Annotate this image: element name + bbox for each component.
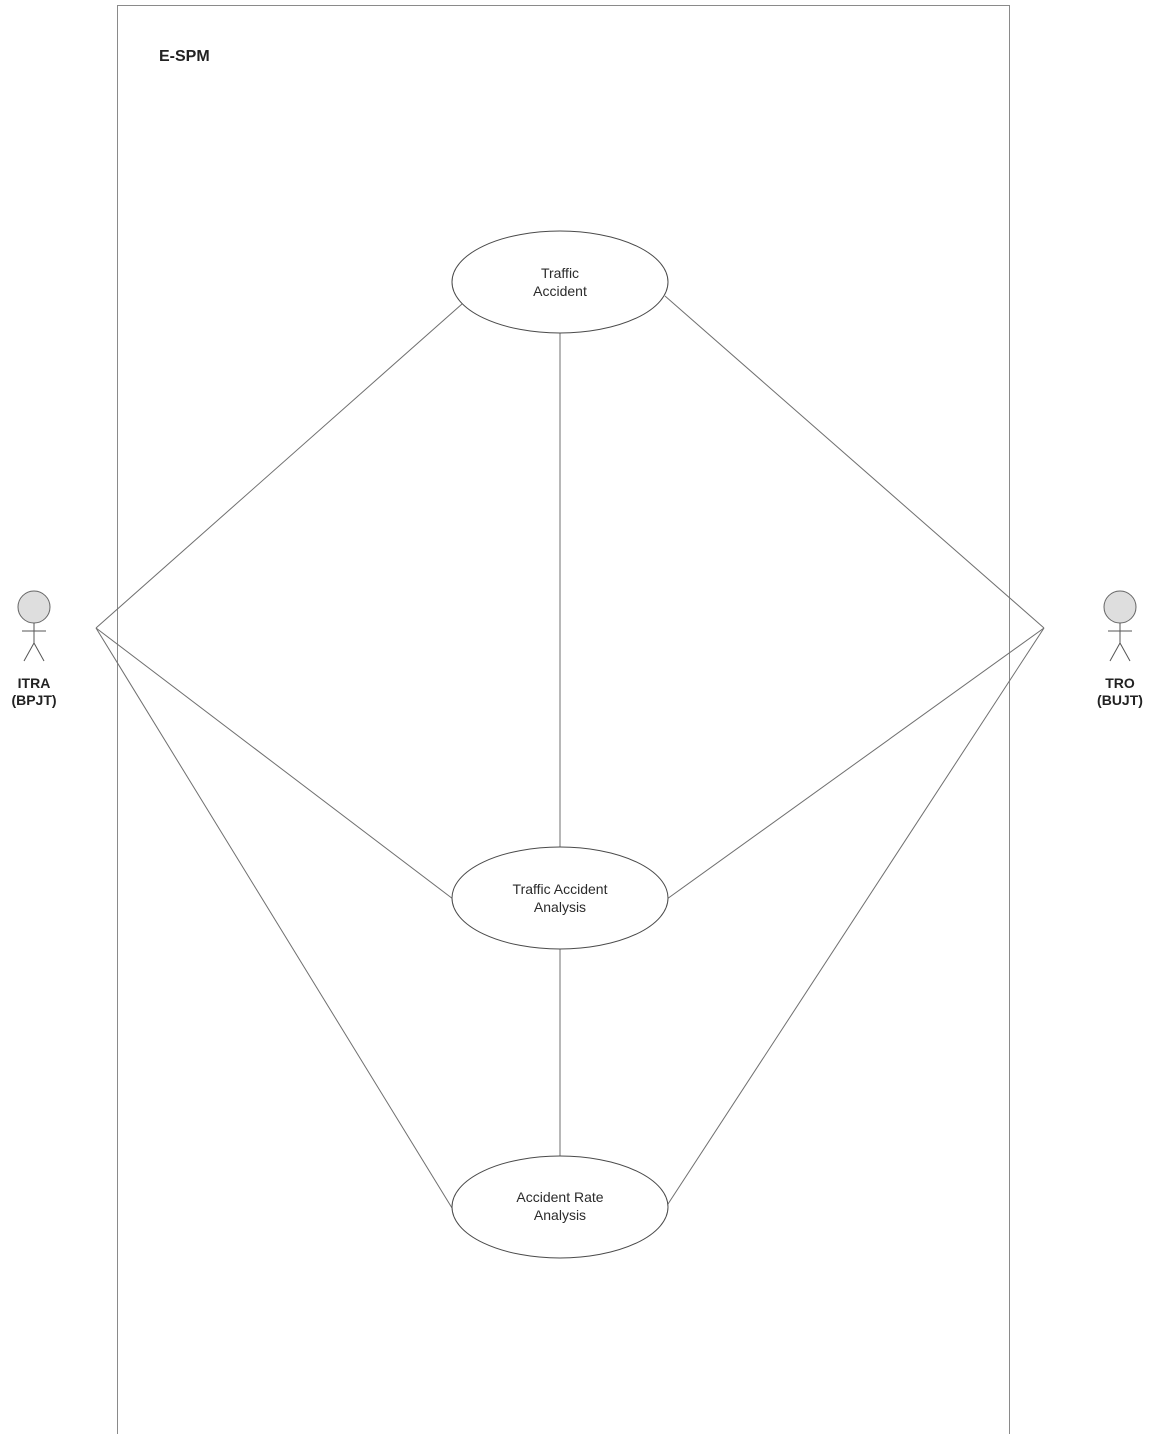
use-case-label-line-1: Traffic Accident — [513, 881, 608, 897]
association-tro-accident-rate-analysis — [667, 627, 1045, 1205]
associations — [95, 295, 1045, 1209]
use-case-ellipse — [451, 1155, 669, 1259]
actor-label-line-2: (BPJT) — [11, 692, 56, 708]
use-case-label-line-2: Analysis — [534, 899, 586, 915]
use-case-traffic-accident[interactable]: Traffic Accident — [451, 230, 669, 334]
actor-stick-figure-icon — [1103, 590, 1137, 662]
actor-itra[interactable]: ITRA (BPJT) — [11, 590, 57, 708]
actor-label-line-1: ITRA — [18, 675, 51, 691]
actor-tro[interactable]: TRO (BUJT) — [1097, 590, 1143, 708]
use-case-label-line-2: Analysis — [534, 1207, 586, 1223]
use-case-traffic-accident-analysis[interactable]: Traffic Accident Analysis — [451, 846, 669, 950]
system-title: E-SPM — [159, 48, 210, 65]
actor-stick-figure-icon — [17, 590, 51, 662]
actor-label-line-1: TRO — [1105, 675, 1135, 691]
use-case-ellipse — [451, 846, 669, 950]
actor-label-line-2: (BUJT) — [1097, 692, 1143, 708]
association-tro-traffic-accident-analysis — [666, 627, 1045, 900]
use-case-label-line-1: Accident Rate — [516, 1189, 603, 1205]
association-itra-traffic-accident-analysis — [95, 627, 454, 900]
use-case-label-line-1: Traffic — [541, 265, 579, 281]
system-boundary — [117, 5, 1010, 1434]
association-itra-traffic-accident — [95, 303, 463, 629]
association-itra-accident-rate-analysis — [95, 627, 453, 1209]
use-case-label-line-2: Accident — [533, 283, 587, 299]
use-case-ellipse — [451, 230, 669, 334]
association-tro-traffic-accident — [664, 295, 1045, 629]
use-case-accident-rate-analysis[interactable]: Accident Rate Analysis — [451, 1155, 669, 1259]
